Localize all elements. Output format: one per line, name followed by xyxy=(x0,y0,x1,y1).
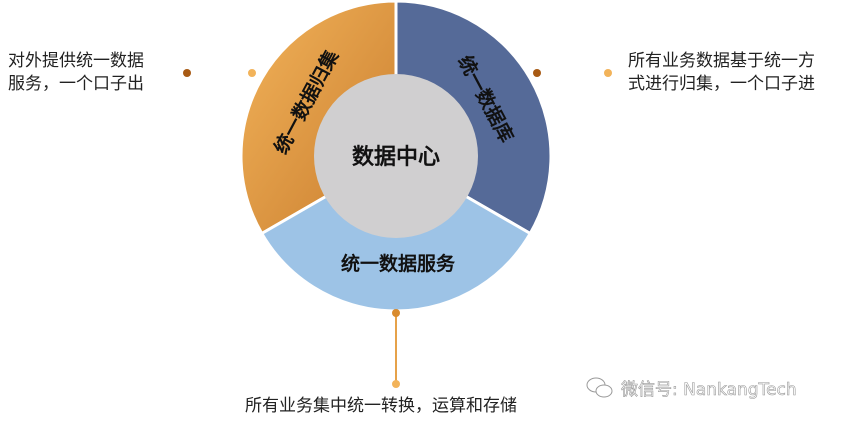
left-note: 对外提供统一数据 服务，一个口子出 xyxy=(8,50,144,96)
center-circle xyxy=(314,74,478,238)
watermark-text: 微信号: NankangTech xyxy=(621,380,797,401)
left-connector xyxy=(183,69,256,77)
segment-label-service: 统一数据服务 xyxy=(341,252,456,275)
left-note-line: 服务，一个口子出 xyxy=(8,74,144,94)
center-label: 数据中心 xyxy=(352,144,440,170)
right-note-line: 所有业务数据基于统一方 xyxy=(628,51,815,71)
wechat-icon xyxy=(586,377,613,397)
bottom-note: 所有业务集中统一转换，运算和存储 xyxy=(245,396,517,416)
left-note-line: 对外提供统一数据 xyxy=(8,51,144,71)
right-connector xyxy=(533,69,612,77)
watermark: 微信号: NankangTech xyxy=(585,375,797,400)
right-note-line: 式进行归集，一个口子进 xyxy=(628,74,815,94)
bottom-connector xyxy=(392,309,400,388)
right-note: 所有业务数据基于统一方 式进行归集，一个口子进 xyxy=(628,50,815,96)
